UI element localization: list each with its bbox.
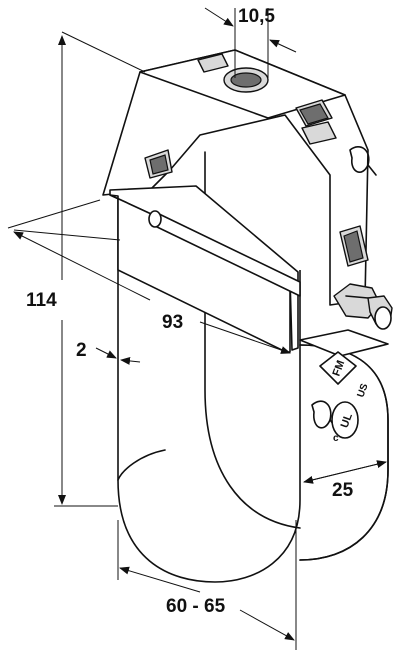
hole-diameter-label: 10,5 <box>238 6 275 27</box>
thickness-arrow-left <box>95 347 117 359</box>
pipe-range-label: 60 - 65 <box>166 596 226 617</box>
span-ext-left-2 <box>13 229 121 241</box>
dim-hole-diameter: 10,5 <box>204 6 297 78</box>
height-label: 114 <box>26 290 57 311</box>
yoke-slots <box>144 53 369 267</box>
dim-height: 114 <box>26 31 146 507</box>
pipe-arrow-right <box>239 609 295 641</box>
fm-approval-mark: FM <box>319 351 357 385</box>
lower-strap-inner-edge <box>117 449 166 481</box>
span-ext-left <box>7 199 101 229</box>
span-width-label: 93 <box>162 312 183 333</box>
dim-span-width: 93 <box>7 199 291 354</box>
thickness-label: 2 <box>76 340 87 361</box>
band-width-label: 25 <box>332 480 354 501</box>
band-arrow-left <box>303 461 387 484</box>
dim-pipe-range: 60 - 65 <box>117 520 297 650</box>
thickness-arrow-right <box>120 356 141 365</box>
hanger-body <box>102 49 393 583</box>
cross-bolt <box>148 210 301 297</box>
ul-c-text: c <box>333 433 339 444</box>
lower-strap-back-edge <box>204 151 301 529</box>
span-arrow-left <box>13 231 151 301</box>
hole-arrow-left <box>204 7 234 27</box>
fm-mark-text: FM <box>331 359 348 378</box>
ul-mark-text: UL <box>339 411 355 429</box>
dim-thickness: 2 <box>76 340 141 365</box>
hole-arrow-right <box>269 39 297 53</box>
ul-us-text: US <box>355 382 370 399</box>
hex-nut <box>333 283 393 330</box>
span-arrow-right <box>199 321 291 354</box>
lower-strap-band-fill <box>302 347 386 558</box>
dim-band-width: 25 <box>303 460 387 501</box>
top-hole <box>223 67 269 93</box>
band-tab <box>299 329 389 357</box>
height-ext-top <box>61 31 146 73</box>
pipe-arrow-left <box>119 566 201 593</box>
ul-listing-mark: UL c US <box>331 382 371 444</box>
